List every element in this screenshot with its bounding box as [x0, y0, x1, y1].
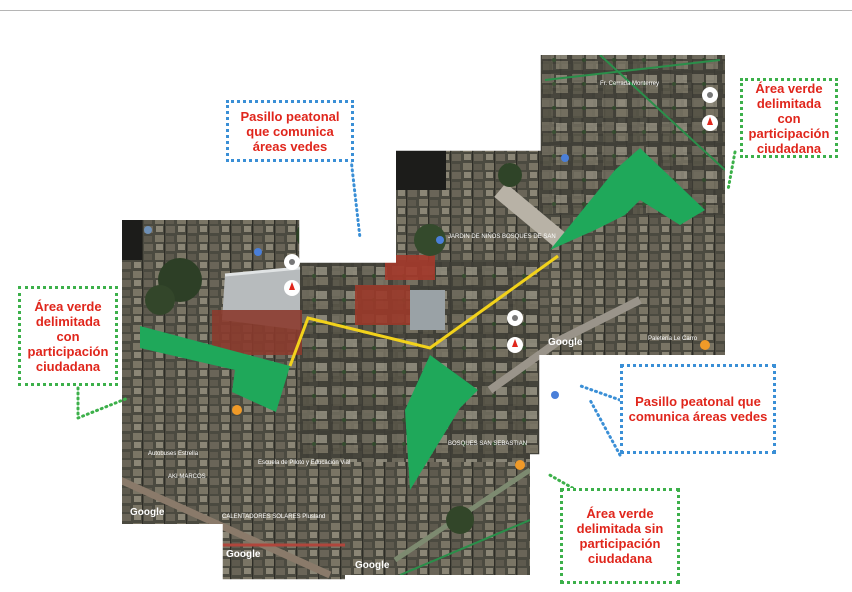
place-marker-icon[interactable] — [254, 248, 262, 256]
google-logo: Google — [226, 549, 261, 560]
place-marker-icon[interactable] — [561, 154, 569, 162]
place-marker-icon[interactable] — [700, 340, 710, 350]
callout-text: Área verde delimitada con participación … — [27, 298, 109, 374]
callout-green-area-top-right: Área verde delimitada con participación … — [740, 78, 838, 158]
compass-icon[interactable] — [284, 254, 300, 270]
callout-text: Área verde delimitada sin participación … — [576, 506, 664, 566]
place-marker-icon[interactable] — [515, 460, 525, 470]
place-label: BOSQUES SAN SEBASTIAN — [448, 441, 527, 447]
place-marker-icon[interactable] — [232, 405, 242, 415]
place-label: CALENTADORES SOLARES Plusland — [222, 514, 325, 520]
place-label: Fr. Cerrada Monterrey — [600, 81, 659, 87]
location-pin-icon[interactable] — [702, 115, 718, 131]
google-logo: Google — [548, 337, 583, 348]
callout-pedestrian-path-top: Pasillo peatonal que comunica áreas vede… — [226, 100, 354, 162]
place-marker-icon[interactable] — [436, 236, 444, 244]
place-label: AKI MARCOS — [168, 474, 206, 480]
place-label: Autobuses Estrella — [148, 451, 199, 457]
callout-green-area-bottom: Área verde delimitada sin participación … — [560, 488, 680, 584]
place-marker-icon[interactable] — [551, 391, 559, 399]
location-pin-icon[interactable] — [284, 280, 300, 296]
compass-icon[interactable] — [702, 87, 718, 103]
place-label: JARDIN DE NIÑOS BOSQUES DE SAN — [448, 233, 556, 240]
place-label: Escuela de Piloto y Educación Vial — [258, 460, 350, 466]
callout-text: Pasillo peatonal que comunica áreas vede… — [628, 394, 768, 424]
green-area-center[interactable] — [405, 355, 478, 490]
compass-icon[interactable] — [507, 310, 523, 326]
leader-lines — [76, 148, 737, 500]
place-marker-icon[interactable] — [144, 226, 152, 234]
google-logo: Google — [355, 560, 390, 571]
callout-text: Pasillo peatonal que comunica áreas vede… — [240, 108, 340, 154]
green-area-left[interactable] — [140, 326, 290, 412]
green-area-top-right[interactable] — [550, 148, 705, 250]
callout-text: Área verde delimitada con participación … — [748, 80, 830, 156]
pedestrian-path[interactable] — [288, 254, 559, 367]
callout-green-area-left: Área verde delimitada con participación … — [18, 286, 118, 386]
place-label: Paletería Le Carro — [648, 336, 698, 342]
location-pin-icon[interactable] — [507, 337, 523, 353]
callout-pedestrian-path-right: Pasillo peatonal que comunica áreas vede… — [620, 364, 776, 454]
top-divider — [0, 10, 852, 11]
google-logo: Google — [130, 507, 165, 518]
